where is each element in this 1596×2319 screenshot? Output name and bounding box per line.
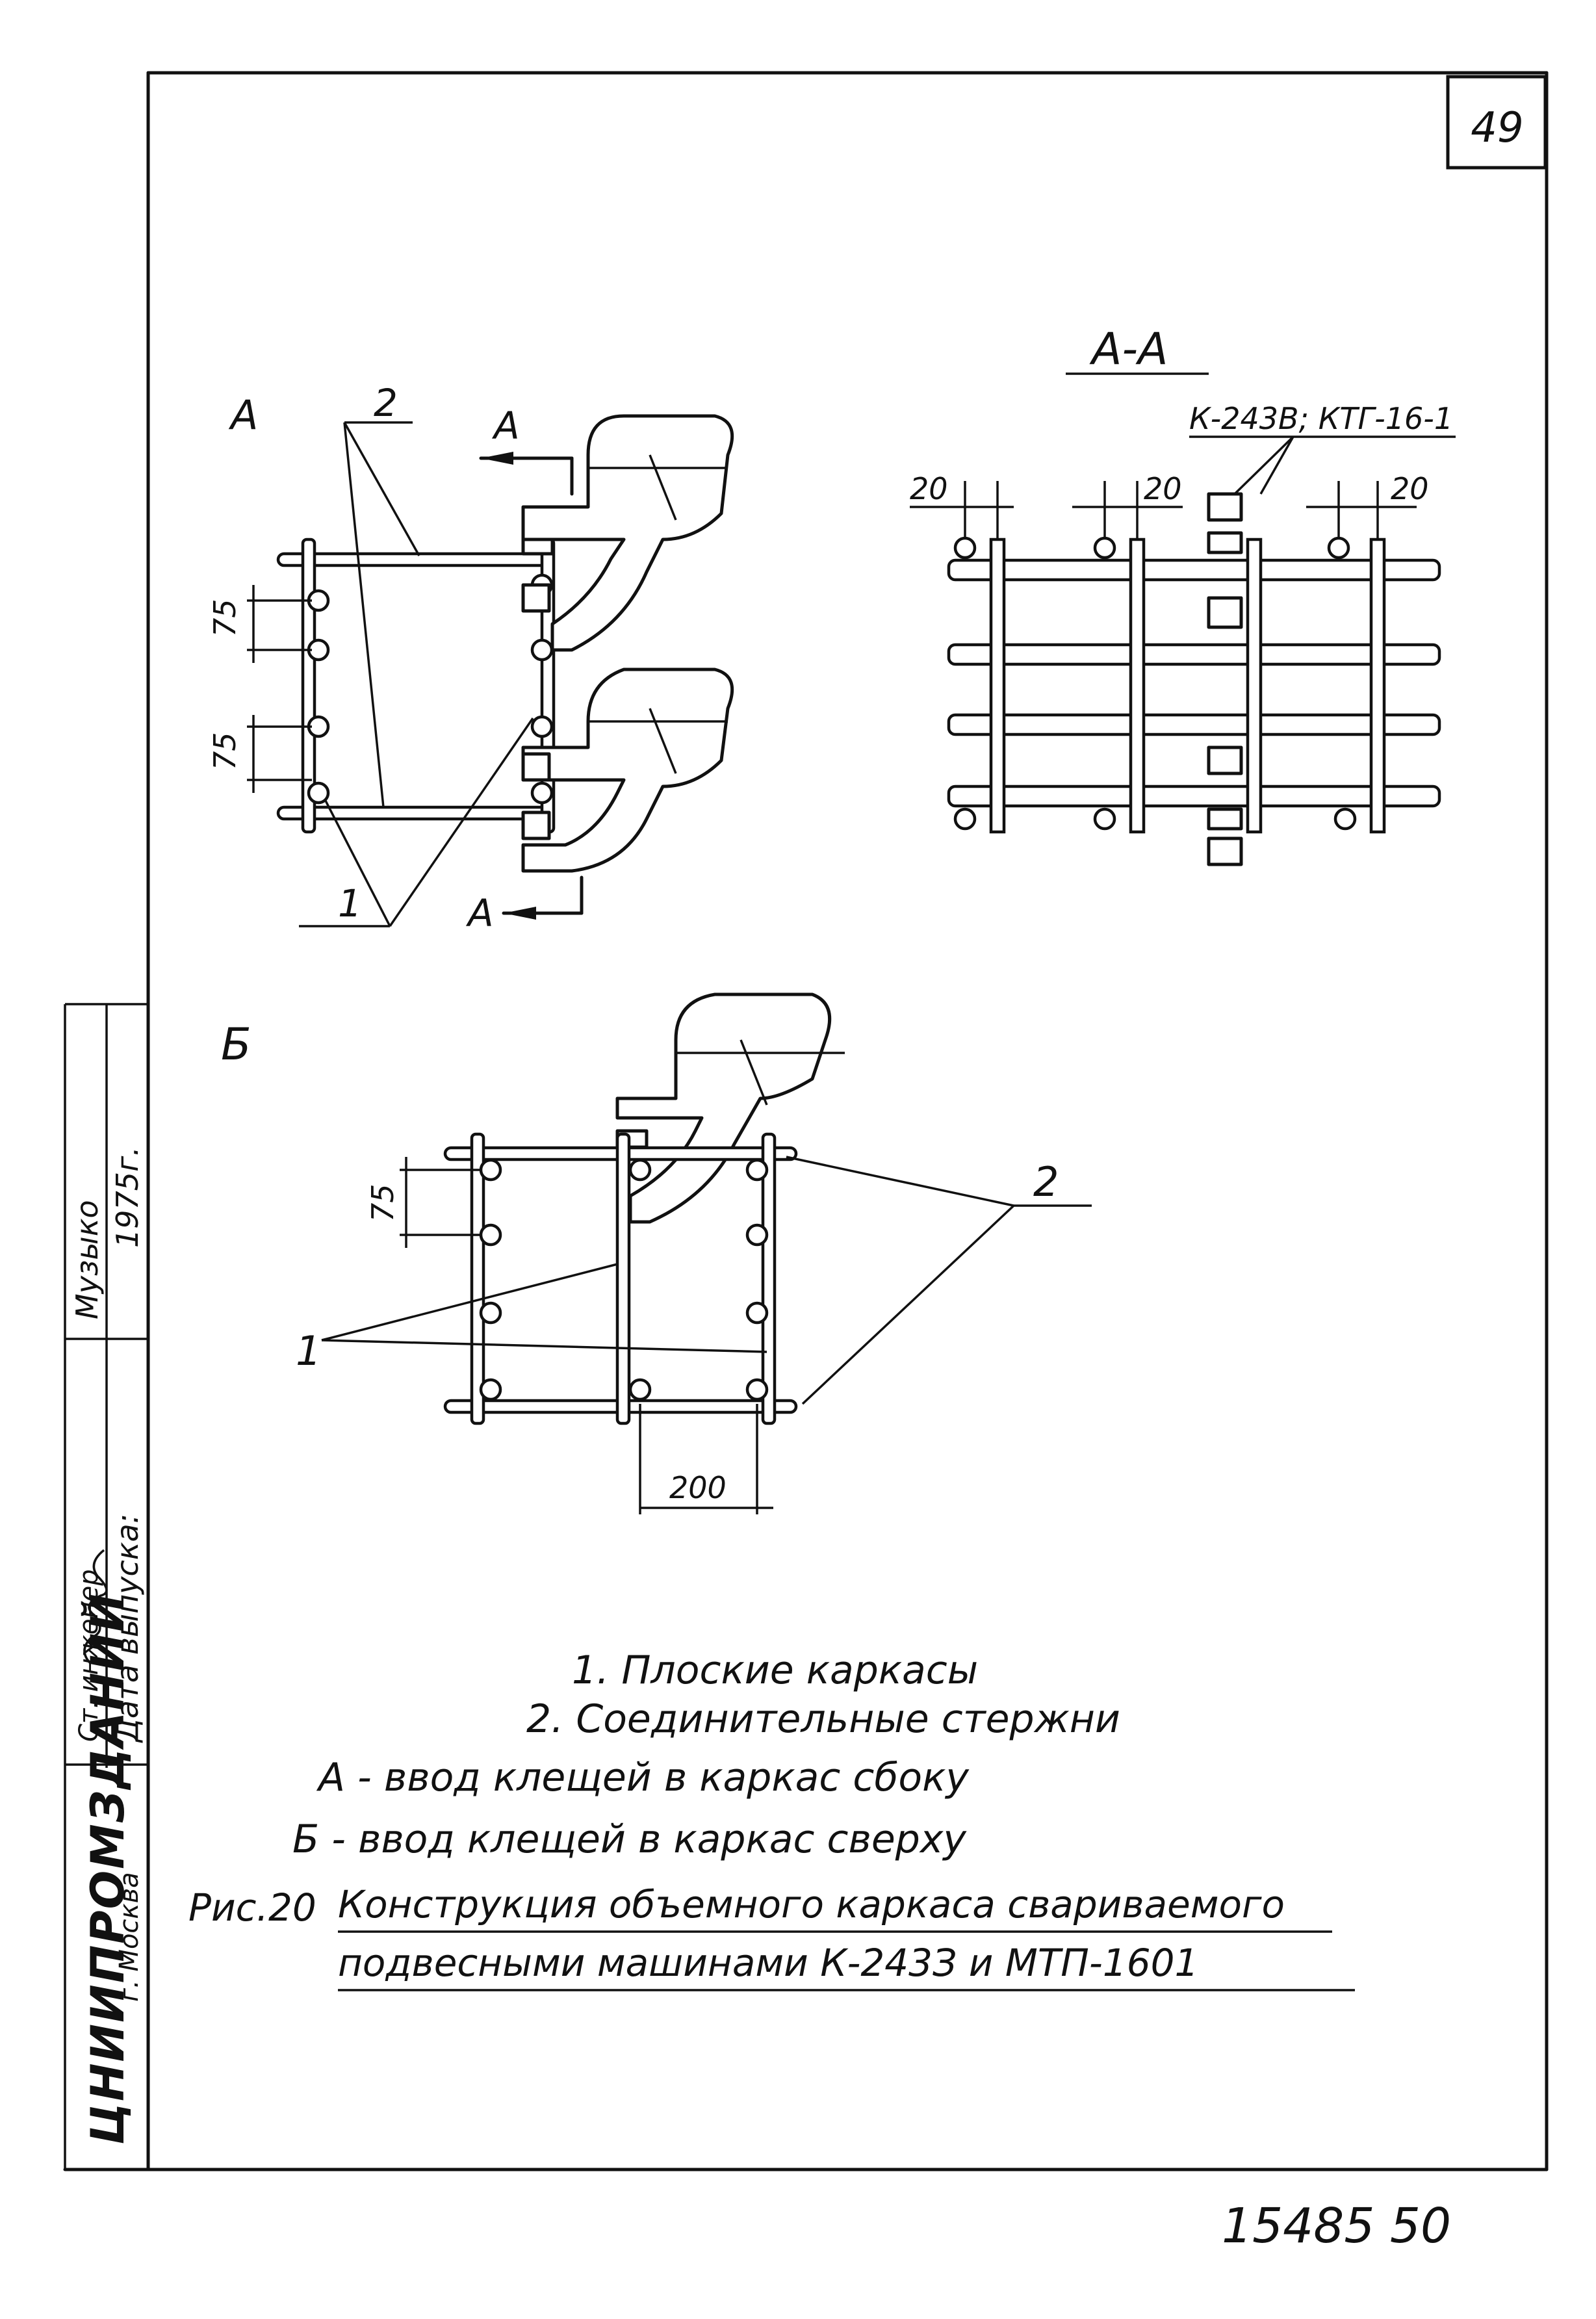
view-b-title: Б <box>221 1019 251 1070</box>
stamp-release-label: Дата выпуска: <box>110 1514 145 1743</box>
page-number: 49 <box>1471 104 1523 152</box>
sheet-frame <box>63 71 1549 2171</box>
section-mark-a-bottom: А <box>465 891 494 935</box>
section-aa-title: А-А <box>1089 324 1168 375</box>
view-b-leader-2: 2 <box>1033 1158 1059 1206</box>
view-a-title: А <box>228 391 258 439</box>
machine-label: К-243В; КТГ-16-1 <box>1189 401 1453 436</box>
caption-line-1: Конструкция объемного каркаса свариваемо… <box>338 1882 1285 1926</box>
section-mark-a-top: А <box>491 404 520 448</box>
section-aa: А-А К-243В; КТГ-16-1 20 <box>910 324 1456 866</box>
legend: 1. Плоские каркасы 2. Соединительные сте… <box>292 1648 1120 1862</box>
view-a-leader-2: 2 <box>374 381 398 425</box>
figure-caption: Рис.20 Конструкция объемного каркаса сва… <box>188 1882 1355 1991</box>
legend-note-a: А - ввод клещей в каркас сбоку <box>316 1755 970 1800</box>
section-aa-dim-right: 20 <box>1391 471 1429 506</box>
view-b-dim-75: 75 <box>365 1184 400 1222</box>
view-a-dim-75-upper: 75 <box>207 599 242 637</box>
stamp-author: Музыко <box>70 1200 105 1319</box>
section-aa-dim-left: 20 <box>910 471 948 506</box>
stamp-city: г. Москва <box>114 1872 144 2002</box>
signature <box>83 1549 108 1665</box>
stamp-block: ЦНИИПРОМЗДАНИЙ г. Москва Ст. инженер Муз… <box>70 1147 145 2145</box>
stamp-role: Ст. инженер <box>74 1569 104 1742</box>
legend-note-b: Б - ввод клещей в каркас сверху <box>292 1817 967 1862</box>
view-a-leader-1: 1 <box>338 881 362 926</box>
stamp-org: ЦНИИПРОМЗДАНИЙ <box>81 1592 135 2145</box>
view-b-dim-200: 200 <box>669 1470 727 1505</box>
section-aa-dim-mid: 20 <box>1144 471 1182 506</box>
caption-line-2: подвесными машинами К-243З и МТП-1601 <box>338 1941 1198 1985</box>
view-a-dim-75-lower: 75 <box>207 732 242 770</box>
bottom-code: 15485 50 <box>1222 2198 1451 2254</box>
legend-item-2: 2. Соединительные стержни <box>526 1696 1120 1742</box>
legend-item-1: 1. Плоские каркасы <box>572 1648 978 1693</box>
view-b-leader-1: 1 <box>296 1327 321 1375</box>
stamp-year: 1975г. <box>110 1147 145 1248</box>
view-b: Б 75 200 1 <box>221 992 1092 1514</box>
view-a: А А А <box>207 381 734 935</box>
figure-number: Рис.20 <box>188 1885 316 1930</box>
